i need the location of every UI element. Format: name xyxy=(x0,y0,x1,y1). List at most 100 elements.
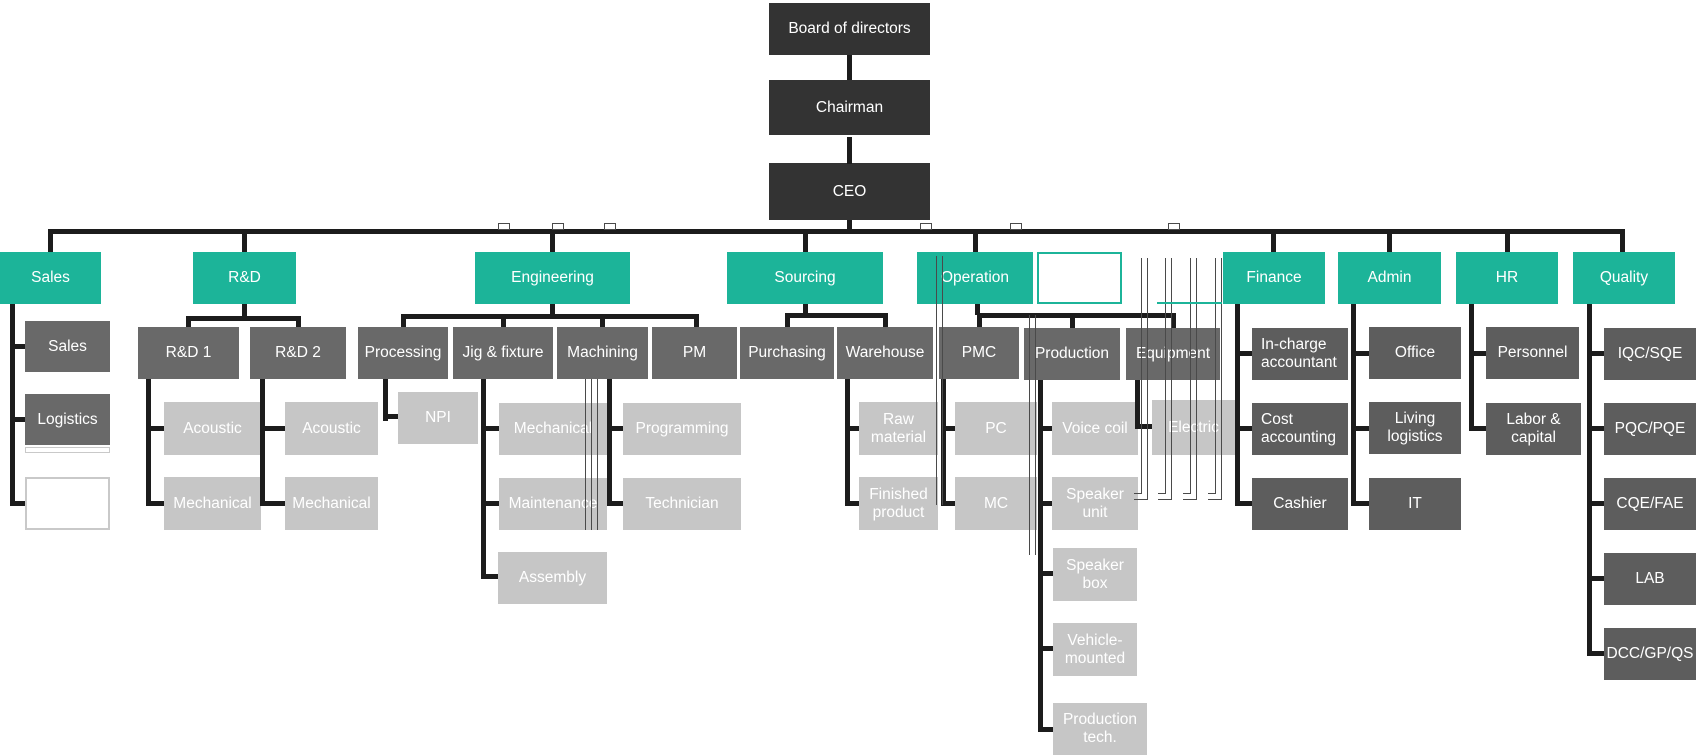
connector-line xyxy=(1387,229,1392,252)
org-node-assembly: Assembly xyxy=(498,552,607,604)
connector-line xyxy=(845,426,859,431)
connector-line xyxy=(1038,571,1053,576)
connector-line xyxy=(383,414,398,419)
connector-line xyxy=(785,313,790,327)
stray-rect xyxy=(552,223,564,230)
org-node-blank-sales xyxy=(25,477,110,530)
org-node-production: Production xyxy=(1024,328,1120,380)
connector-line xyxy=(941,379,946,504)
connector-line xyxy=(1505,229,1510,252)
stray-line xyxy=(1029,315,1030,555)
stray-line xyxy=(597,379,598,530)
connector-line xyxy=(941,426,955,431)
org-node-board: Board of directors xyxy=(769,3,930,55)
org-node-npi: NPI xyxy=(398,392,478,444)
connector-line xyxy=(1469,304,1474,429)
connector-line xyxy=(1235,304,1240,504)
stray-line xyxy=(1158,493,1166,494)
connector-line xyxy=(1038,727,1053,732)
connector-line xyxy=(401,314,699,319)
org-node-vehicle: Vehicle- mounted xyxy=(1053,623,1137,676)
connector-line xyxy=(10,417,25,422)
org-node-rnd2: R&D 2 xyxy=(250,327,346,379)
org-node-living: Living logistics xyxy=(1369,402,1461,454)
stray-line xyxy=(936,256,937,505)
connector-line xyxy=(1587,651,1604,656)
connector-line xyxy=(481,426,499,431)
org-node-acoustic2: Acoustic xyxy=(285,402,378,455)
connector-line xyxy=(10,344,25,349)
org-node-iqc: IQC/SQE xyxy=(1604,328,1696,380)
connector-line xyxy=(501,314,506,327)
connector-line xyxy=(481,574,498,579)
connector-line xyxy=(1587,351,1604,356)
org-node-lab: LAB xyxy=(1604,553,1696,605)
connector-line xyxy=(260,379,265,504)
connector-line xyxy=(975,304,980,315)
connector-line xyxy=(1351,501,1369,506)
org-node-mechanical1: Mechanical xyxy=(164,477,261,530)
org-node-cost: Cost accounting xyxy=(1252,403,1348,455)
connector-line xyxy=(1171,313,1176,328)
org-node-mechanical2: Mechanical xyxy=(285,477,378,530)
org-node-chairman: Chairman xyxy=(769,80,930,135)
connector-line xyxy=(383,379,388,421)
connector-line xyxy=(1070,313,1075,328)
org-node-pm: PM xyxy=(652,327,737,379)
stray-line xyxy=(1215,258,1216,494)
connector-line xyxy=(481,501,499,506)
connector-line xyxy=(607,379,612,504)
org-node-operation: Operation xyxy=(917,252,1033,304)
stray-line xyxy=(1208,493,1216,494)
stray-rect xyxy=(498,223,510,230)
connector-line xyxy=(1235,351,1252,356)
org-node-personnel: Personnel xyxy=(1486,327,1579,379)
connector-line xyxy=(694,314,699,327)
connector-line xyxy=(481,379,486,577)
stray-line xyxy=(1196,258,1197,500)
connector-line xyxy=(10,501,25,506)
connector-line xyxy=(260,426,285,431)
stray-rect xyxy=(604,223,616,230)
stray-box-sliver xyxy=(25,447,110,453)
org-node-incharge: In-charge accountant xyxy=(1252,328,1348,380)
org-node-cqe: CQE/FAE xyxy=(1604,478,1696,530)
connector-line xyxy=(977,313,1176,318)
org-node-purchasing: Purchasing xyxy=(740,327,834,379)
org-node-speaker-unit: Speaker unit xyxy=(1052,477,1138,530)
stray-rect xyxy=(1168,223,1180,230)
connector-line xyxy=(146,501,164,506)
connector-line xyxy=(1351,351,1369,356)
connector-line xyxy=(401,314,406,327)
stray-line xyxy=(1221,258,1222,500)
stray-line xyxy=(1208,499,1222,500)
org-node-raw: Raw material xyxy=(859,402,938,455)
org-node-pc: PC xyxy=(955,402,1037,455)
connector-line xyxy=(260,501,285,506)
connector-line xyxy=(1587,501,1604,506)
connector-line xyxy=(845,379,850,504)
connector-line xyxy=(1038,501,1052,506)
org-node-quality: Quality xyxy=(1573,252,1675,304)
org-node-maintenance: Maintenance xyxy=(499,478,607,530)
org-node-pqc: PQC/PQE xyxy=(1604,403,1696,455)
org-node-it: IT xyxy=(1369,478,1461,530)
connector-line xyxy=(1469,351,1486,356)
connector-line xyxy=(1038,380,1043,730)
connector-line xyxy=(1351,304,1356,504)
org-node-voice-coil: Voice coil xyxy=(1052,402,1138,455)
stray-line xyxy=(1171,258,1172,500)
stray-line xyxy=(1183,493,1191,494)
stray-line xyxy=(1141,258,1142,494)
connector-line xyxy=(1620,229,1625,252)
org-node-mc: MC xyxy=(955,477,1037,530)
connector-line xyxy=(242,229,247,252)
org-node-warehouse: Warehouse xyxy=(837,327,933,379)
org-node-admin: Admin xyxy=(1338,252,1441,304)
org-node-technician: Technician xyxy=(623,478,741,530)
stray-line xyxy=(1134,493,1142,494)
stray-line xyxy=(942,256,943,505)
connector-line xyxy=(296,316,301,327)
connector-line xyxy=(186,316,301,321)
